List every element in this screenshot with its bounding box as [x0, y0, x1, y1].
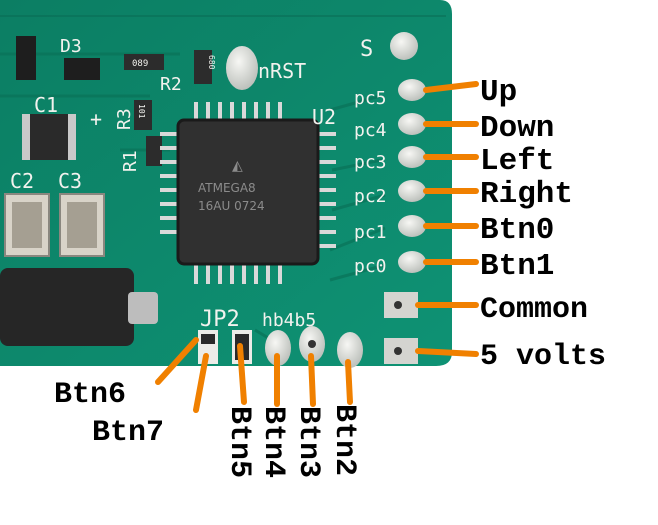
- pad-s: S: [360, 32, 418, 62]
- component-c1: C1: [22, 93, 76, 160]
- header-pads-right: pc5 pc4 pc3 pc2 pc1 pc0: [354, 79, 426, 364]
- chip-logo-icon: ◭: [232, 158, 243, 174]
- microcontroller-u2: ◭ ATMEGA8 16AU 0724 U2: [160, 102, 336, 284]
- chip-pins: [160, 102, 336, 284]
- leader-lines: [155, 81, 479, 413]
- c3-label: C3: [58, 169, 82, 193]
- lead-btn3: [308, 353, 316, 407]
- pin-labels-top: hb4b5: [262, 310, 316, 331]
- resistor-code-right: 680: [207, 55, 216, 70]
- rst-label: nRST: [258, 59, 306, 83]
- chip-marking-2: 16AU 0724: [198, 199, 265, 213]
- label-btn2: Btn2: [327, 404, 361, 476]
- u2-label: U2: [312, 105, 336, 129]
- lead-btn2: [345, 359, 353, 405]
- label-5-volts: 5 volts: [480, 340, 606, 374]
- pc0-label: pc0: [354, 256, 387, 277]
- lead-5volts: [415, 348, 479, 357]
- pc1-label: pc1: [354, 222, 387, 243]
- pc4-label: pc4: [354, 120, 387, 141]
- header-pads-bottom: JP2 hb4b5: [198, 307, 363, 368]
- component-c2: C2: [4, 169, 50, 257]
- s-label: S: [360, 37, 373, 62]
- lead-up: [423, 81, 479, 93]
- label-left: Left: [480, 144, 554, 179]
- label-up: Up: [480, 75, 517, 110]
- chip-marking-1: ATMEGA8: [198, 181, 256, 195]
- label-down: Down: [480, 111, 554, 146]
- pc5-label: pc5: [354, 88, 387, 109]
- component-c3: C3: [58, 169, 105, 257]
- label-common: Common: [480, 293, 588, 327]
- label-btn3: Btn3: [291, 406, 325, 478]
- r2-label: R2: [160, 74, 182, 95]
- resistor-code-top: 089: [132, 59, 148, 69]
- label-btn5: Btn5: [222, 406, 256, 478]
- lead-btn5: [237, 343, 247, 405]
- pad-rst: nRST: [226, 46, 306, 90]
- annotation-labels: Up Down Left Right Btn0 Btn1 Common 5 vo…: [54, 75, 606, 478]
- resistor-row: 089 680 101 R2 R3 R1 +: [90, 50, 216, 172]
- r1-label: R1: [120, 150, 141, 172]
- c1-label: C1: [34, 93, 58, 117]
- crystal: [0, 268, 158, 346]
- label-btn4: Btn4: [256, 406, 290, 478]
- diode-d3: D3: [16, 36, 100, 80]
- label-btn7: Btn7: [92, 416, 164, 450]
- jp2-label: JP2: [200, 307, 240, 332]
- lead-btn6: [155, 337, 199, 385]
- label-btn1: Btn1: [480, 249, 554, 284]
- label-right: Right: [480, 177, 573, 212]
- pc3-label: pc3: [354, 152, 387, 173]
- c2-label: C2: [10, 169, 34, 193]
- lead-btn7: [193, 353, 209, 413]
- resistor-code-small: 101: [137, 104, 146, 119]
- d3-label: D3: [60, 36, 82, 57]
- r3-label: R3: [114, 108, 135, 130]
- label-btn0: Btn0: [480, 213, 554, 248]
- label-btn6: Btn6: [54, 378, 126, 412]
- pc2-label: pc2: [354, 186, 387, 207]
- polarity-plus: +: [90, 107, 102, 131]
